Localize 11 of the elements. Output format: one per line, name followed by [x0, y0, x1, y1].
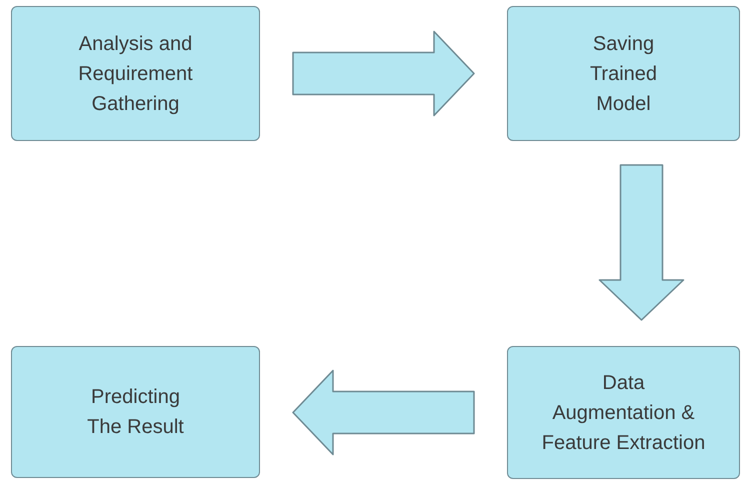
block-arrow — [598, 164, 684, 321]
box-label: Data Augmentation & Feature Extraction — [540, 370, 706, 456]
process-box — [507, 346, 740, 479]
block-arrow — [292, 370, 475, 456]
block-arrow — [292, 30, 475, 116]
box-label: Analysis and Requirement Gathering — [77, 32, 194, 116]
process-box — [11, 346, 260, 478]
process-box — [507, 6, 740, 141]
box-label: Saving Trained Model — [588, 32, 658, 116]
box-label: Predicting The Result — [86, 385, 185, 440]
process-box — [11, 6, 260, 141]
